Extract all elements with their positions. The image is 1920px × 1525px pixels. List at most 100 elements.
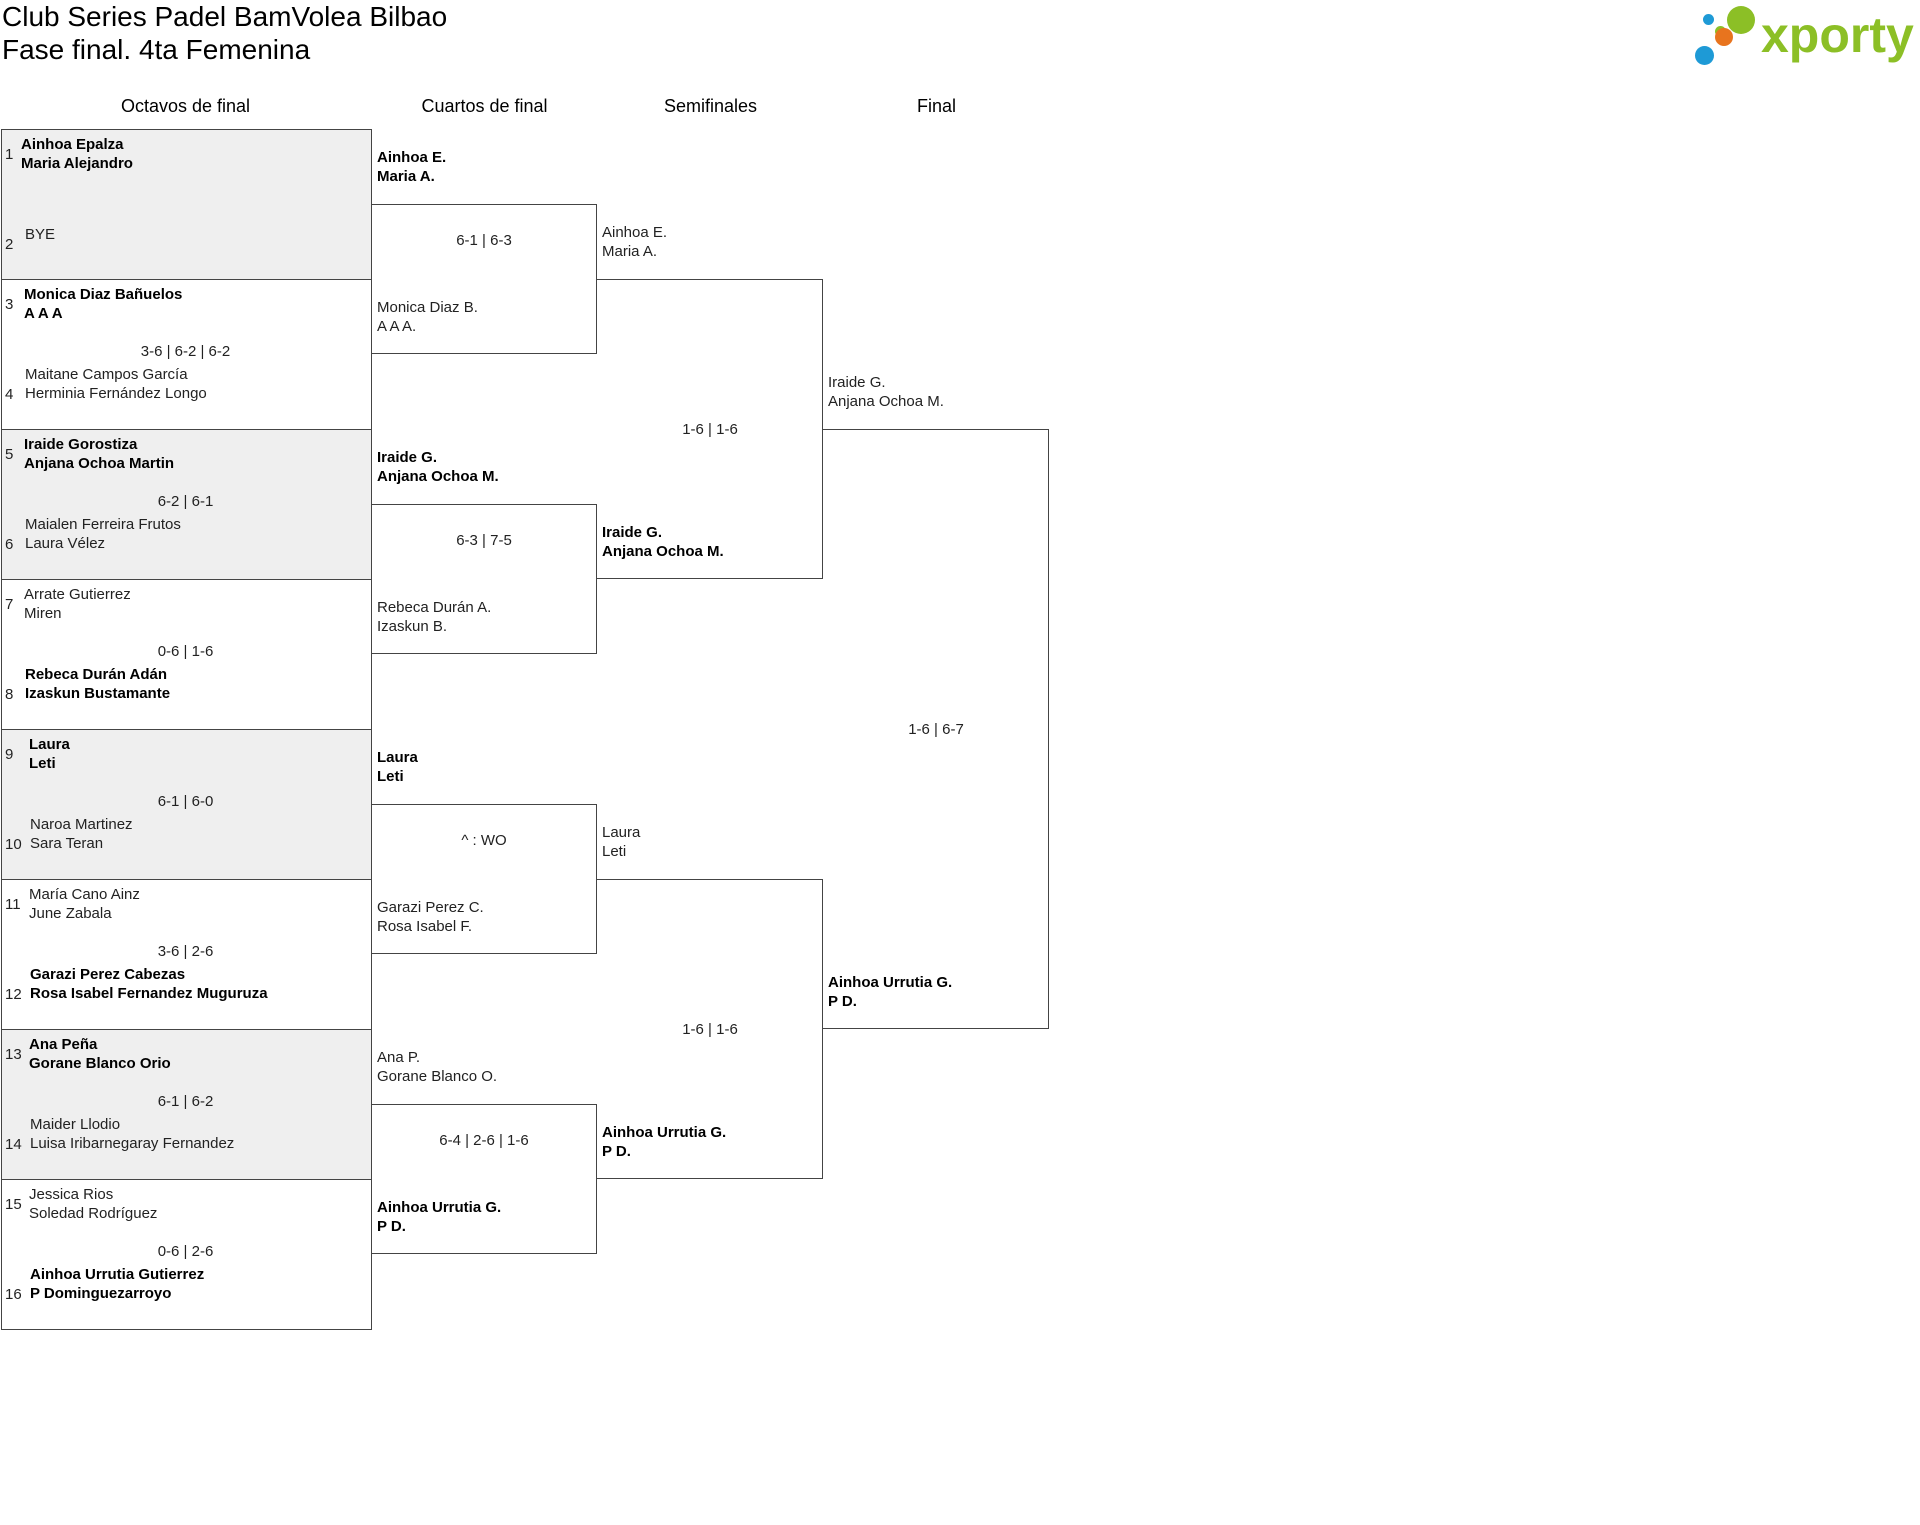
team-a-player: María Cano Ainz [29, 886, 140, 903]
team-b-player: Rosa Isabel Fernandez Muguruza [30, 985, 268, 1002]
team-a-player: Iraide Gorostiza [24, 436, 138, 453]
team-b-player: Izaskun B. [377, 618, 448, 635]
seed-number: 3 [5, 296, 14, 313]
team-b-player: Anjana Ochoa M. [602, 543, 724, 560]
seed-number: 5 [5, 446, 14, 463]
team-b-player: Ainhoa Urrutia G. [602, 1124, 727, 1141]
seed-number: 7 [5, 596, 14, 613]
logo-dot-icon [1703, 14, 1714, 25]
seed-number: 2 [5, 236, 14, 253]
seed-number: 14 [5, 1136, 22, 1153]
team-b-player: Sara Teran [30, 835, 104, 852]
logo-wordmark: xporty [1761, 7, 1914, 63]
logo-dot-icon [1727, 6, 1755, 34]
team-a-player: Miren [24, 605, 62, 622]
team-b-player: Ainhoa Urrutia Gutierrez [30, 1266, 205, 1283]
team-a-player: A A A [24, 305, 63, 322]
logo-dot-icon [1715, 28, 1733, 46]
team-b-player: Naroa Martinez [30, 816, 133, 833]
team-a-player: Laura [602, 824, 641, 841]
match-score: ^ : WO [461, 832, 507, 849]
team-a-player: Anjana Ochoa Martin [24, 455, 175, 472]
team-a-player: Anjana Ochoa M. [377, 468, 499, 485]
team-b-player: P D. [602, 1143, 631, 1160]
match-score: 3-6 | 6-2 | 6-2 [140, 343, 231, 360]
match-score: 6-1 | 6-2 [157, 1093, 214, 1110]
match-box-octavos [1, 129, 372, 280]
team-b-player: P D. [828, 993, 857, 1010]
seed-number: 12 [5, 986, 22, 1003]
match-score: 6-2 | 6-1 [157, 493, 214, 510]
team-a-player: Ana Peña [29, 1036, 98, 1053]
team-a-player: Leti [602, 843, 627, 860]
team-b-player: Ainhoa Urrutia G. [828, 974, 953, 991]
team-a-player: Leti [29, 755, 56, 772]
match-score: 6-3 | 7-5 [456, 532, 512, 549]
match-score: 6-1 | 6-0 [157, 793, 214, 810]
team-a-player: Maria A. [377, 168, 435, 185]
bracket-connector [823, 429, 1049, 1029]
team-b-player: A A A. [377, 318, 417, 335]
team-a-player: Ana P. [377, 1049, 421, 1066]
team-a-player: Laura [29, 736, 70, 753]
team-a-player: Arrate Gutierrez [24, 586, 131, 603]
team-a-player: Iraide G. [828, 374, 886, 391]
seed-number: 8 [5, 686, 14, 703]
seed-number: 16 [5, 1286, 22, 1303]
team-a-player: Maria A. [602, 243, 658, 260]
match-score: 1-6 | 6-7 [908, 721, 964, 738]
team-a-player: June Zabala [29, 905, 112, 922]
team-a-player: Soledad Rodríguez [29, 1205, 158, 1222]
match-score: 0-6 | 1-6 [157, 643, 214, 660]
round-header-final: Final [916, 96, 956, 116]
match-box-octavos [1, 1029, 372, 1180]
team-a-player: Monica Diaz Bañuelos [24, 286, 183, 303]
team-b-player: Rosa Isabel F. [377, 918, 473, 935]
team-b-player: Rebeca Durán A. [377, 599, 492, 616]
team-b-player: P Dominguezarroyo [30, 1285, 172, 1302]
xporty-logo: xporty [1695, 4, 1920, 68]
round-header-octavos: Octavos de final [120, 96, 251, 116]
bracket-connector [371, 1104, 597, 1254]
bracket-connector [597, 879, 823, 1179]
seed-number: 1 [5, 146, 14, 163]
team-a-player: Anjana Ochoa M. [828, 393, 944, 410]
team-b-player: Maider Llodio [30, 1116, 121, 1133]
seed-number: 15 [5, 1196, 22, 1213]
team-a-player: Leti [377, 768, 404, 785]
seed-number: 13 [5, 1046, 22, 1063]
seed-number: 9 [5, 746, 14, 763]
team-b-player: Maitane Campos García [25, 366, 188, 383]
team-a-player: Maria Alejandro [21, 155, 133, 172]
team-b-player: Ainhoa Urrutia G. [377, 1199, 502, 1216]
team-b-player: Luisa Iribarnegaray Fernandez [30, 1135, 235, 1152]
page-subtitle: Fase final. 4ta Femenina [2, 34, 311, 65]
team-b-player: Garazi Perez C. [377, 899, 484, 916]
team-b-player: Laura Vélez [25, 535, 106, 552]
page-title: Club Series Padel BamVolea Bilbao [2, 1, 448, 32]
match-box-octavos [1, 429, 372, 580]
match-score: 1-6 | 1-6 [682, 1021, 738, 1038]
seed-number: 11 [5, 896, 21, 913]
bracket-connector [371, 804, 597, 954]
seed-number: 10 [5, 836, 22, 853]
bracket-connector [371, 504, 597, 654]
match-score: 6-1 | 6-3 [456, 232, 512, 249]
match-score: 0-6 | 2-6 [157, 1243, 214, 1260]
match-score: 1-6 | 1-6 [682, 421, 738, 438]
team-b-player: Herminia Fernández Longo [25, 385, 207, 402]
team-a-player: Ainhoa Epalza [21, 136, 124, 153]
bracket-connector [371, 204, 597, 354]
team-b-player: Maialen Ferreira Frutos [25, 516, 181, 533]
round-header-semis: Semifinales [663, 96, 758, 116]
team-a-player: Ainhoa E. [377, 149, 447, 166]
match-score: 3-6 | 2-6 [157, 943, 214, 960]
bracket-connector [597, 279, 823, 579]
team-b-player: Garazi Perez Cabezas [30, 966, 186, 983]
team-b-player: BYE [25, 226, 56, 243]
team-a-player: Laura [377, 749, 418, 766]
team-b-player: Rebeca Durán Adán [25, 666, 167, 683]
team-a-player: Gorane Blanco Orio [29, 1055, 171, 1072]
logo-dot-icon [1695, 46, 1714, 65]
